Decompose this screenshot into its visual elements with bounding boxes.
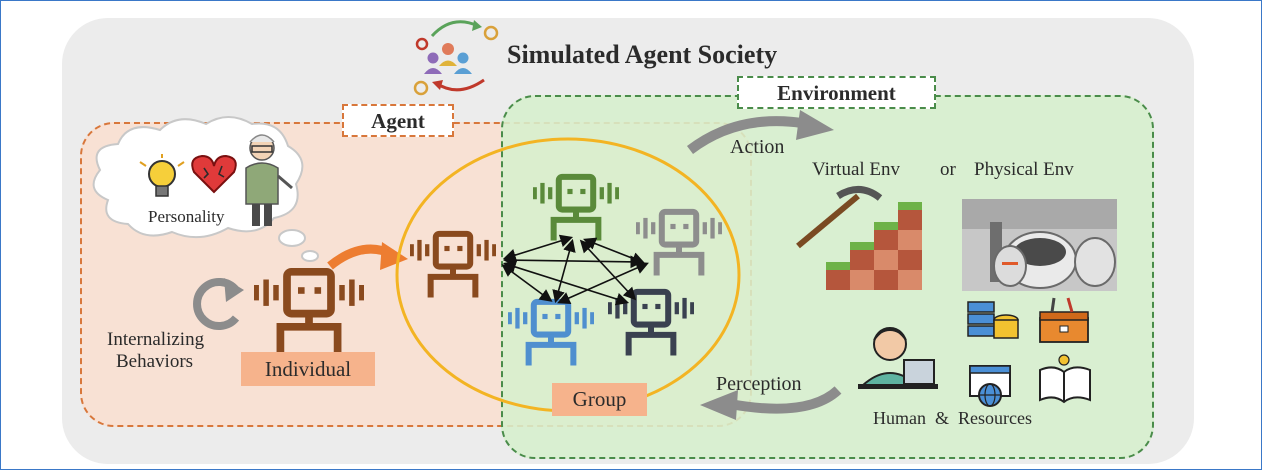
group-robot-gray-icon xyxy=(638,212,721,276)
agent-tag: Agent xyxy=(342,104,454,137)
action-label: Action xyxy=(730,136,785,158)
perception-label: Perception xyxy=(716,373,802,395)
group-robot-brown-icon xyxy=(412,234,495,298)
individual-label: Individual xyxy=(241,352,375,386)
physical-env-label: Physical Env xyxy=(974,159,1074,180)
human-laptop-icon xyxy=(858,327,938,389)
or-label: or xyxy=(940,159,956,180)
perception-arrow xyxy=(729,386,842,414)
internalizing-arrow xyxy=(193,278,240,330)
internalizing-label: Internalizing xyxy=(107,329,205,350)
group-robot-green-icon xyxy=(535,177,618,241)
physical-env-photo xyxy=(962,199,1117,291)
group-robot-blue-icon xyxy=(510,302,593,366)
database-server-icon xyxy=(967,301,1019,339)
resources-label: Human & Resources xyxy=(873,408,1032,428)
individual-robot-icon xyxy=(256,272,362,353)
book-icon xyxy=(1039,354,1091,404)
web-globe-icon xyxy=(969,365,1011,407)
lightbulb-icon xyxy=(139,154,185,197)
diagram-title: Simulated Agent Society xyxy=(507,40,778,69)
behaviors-label: Behaviors xyxy=(116,351,194,372)
personality-label: Personality xyxy=(148,207,225,226)
elderly-person-icon xyxy=(245,134,293,226)
group-label: Group xyxy=(552,383,647,416)
thought-cloud xyxy=(92,116,319,262)
society-people-icon xyxy=(413,20,499,96)
toolbox-icon xyxy=(1039,297,1089,343)
action-arrow xyxy=(686,116,809,155)
environment-tag: Environment xyxy=(737,76,936,109)
group-interaction-arrows xyxy=(501,234,649,306)
heart-icon xyxy=(191,154,237,194)
virtual-env-label: Virtual Env xyxy=(812,159,901,180)
virtual-env-minecraft-icon xyxy=(796,186,922,290)
